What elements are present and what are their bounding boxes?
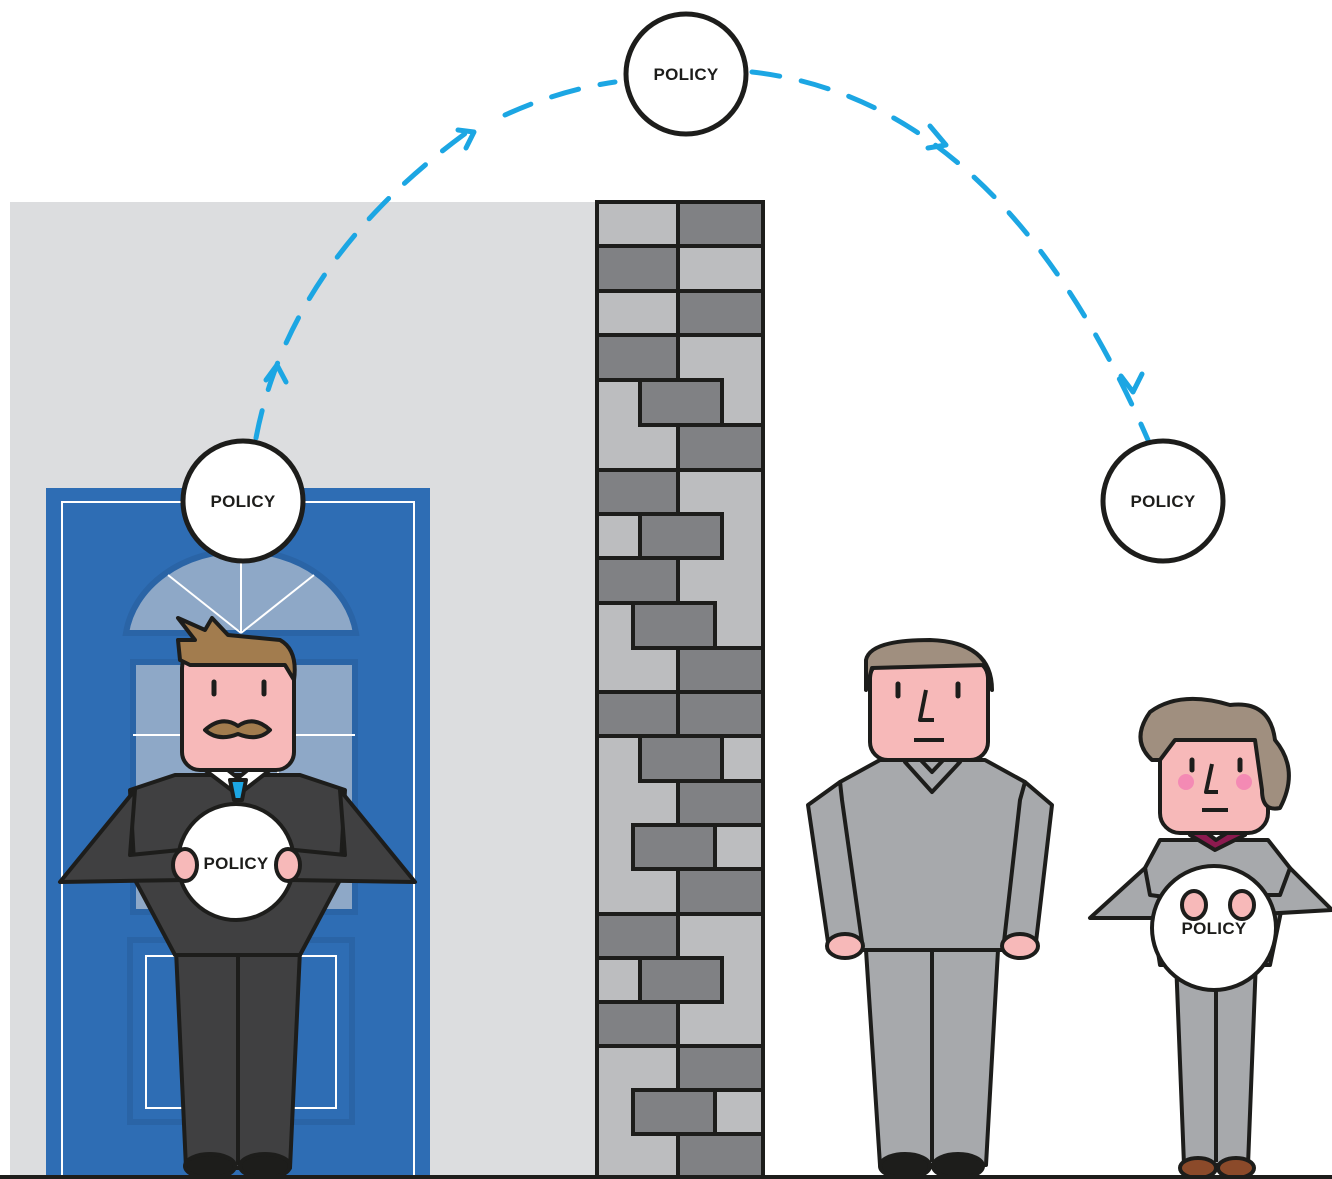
brick-wall-icon [595,200,765,1179]
woman-figure [1088,696,1332,1179]
man-figure [806,638,1054,1179]
policy-circle-left: POLICY [180,438,306,564]
policy-circle-right: POLICY [1100,438,1226,564]
policy-label-right: POLICY [1130,492,1195,511]
policy-label-woman: POLICY [1181,919,1246,938]
transfer-path [253,69,1151,443]
businessman-figure [58,616,417,1179]
arrow-icon [263,123,1145,395]
policy-circle-top: POLICY [623,11,749,137]
policy-label-top: POLICY [653,65,718,84]
policy-label-left: POLICY [210,492,275,511]
policy-label-businessman: POLICY [203,854,268,873]
